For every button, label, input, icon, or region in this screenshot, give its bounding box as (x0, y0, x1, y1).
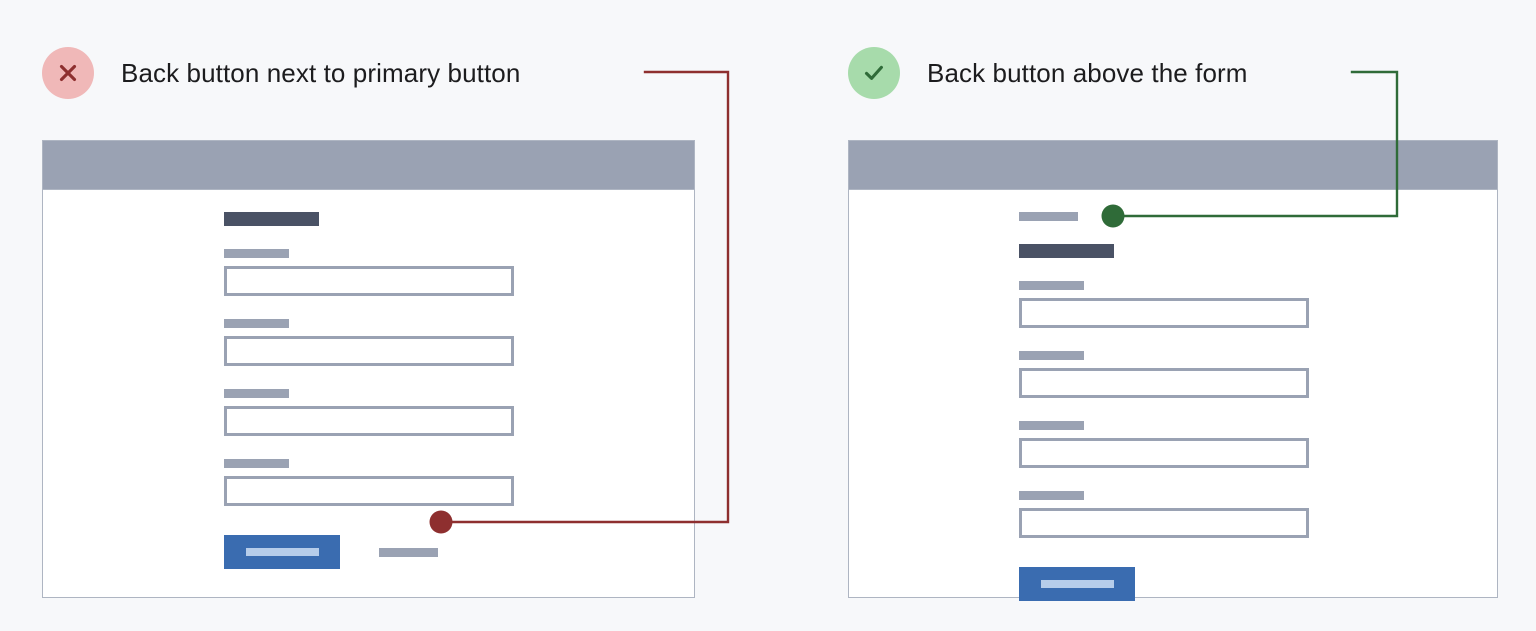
field-label-4 (224, 459, 289, 468)
field-input-4[interactable] (1019, 508, 1309, 538)
wireframe-form-incorrect (224, 212, 514, 569)
back-link-inline[interactable] (379, 547, 438, 557)
back-link-spacer (1019, 221, 1309, 244)
form-title (224, 212, 319, 226)
form-field-1 (1019, 281, 1309, 328)
form-field-3 (1019, 421, 1309, 468)
primary-button-label (1040, 580, 1114, 588)
field-label-1 (224, 249, 289, 258)
browser-chrome-bar (43, 141, 694, 190)
status-badge-correct (848, 47, 900, 99)
field-label-4 (1019, 491, 1084, 500)
form-field-2 (224, 319, 514, 366)
form-field-4 (224, 459, 514, 506)
example-correct: Back button above the form (768, 0, 1536, 631)
field-input-4[interactable] (224, 476, 514, 506)
field-label-3 (224, 389, 289, 398)
field-label-3 (1019, 421, 1084, 430)
primary-button-label (245, 548, 319, 556)
form-title (1019, 244, 1114, 258)
form-field-3 (224, 389, 514, 436)
form-field-2 (1019, 351, 1309, 398)
browser-chrome-bar (849, 141, 1497, 190)
form-actions-correct (1019, 567, 1309, 601)
caption-text-correct: Back button above the form (927, 58, 1248, 88)
field-input-2[interactable] (224, 336, 514, 366)
caption-text-incorrect: Back button next to primary button (121, 58, 521, 88)
field-input-3[interactable] (1019, 438, 1309, 468)
primary-submit-button[interactable] (224, 535, 340, 569)
form-field-4 (1019, 491, 1309, 538)
browser-viewport (849, 190, 1497, 601)
example-incorrect: Back button next to primary button (42, 47, 695, 598)
field-label-2 (1019, 351, 1084, 360)
field-label-2 (224, 319, 289, 328)
wireframe-form-correct (1019, 212, 1309, 601)
form-actions-incorrect (224, 535, 514, 569)
field-input-1[interactable] (1019, 298, 1309, 328)
status-badge-incorrect (42, 47, 94, 99)
form-field-1 (224, 249, 514, 296)
check-icon (861, 60, 887, 86)
caption-row-incorrect: Back button next to primary button (42, 47, 520, 99)
field-input-3[interactable] (224, 406, 514, 436)
browser-viewport (43, 190, 694, 597)
browser-mock-incorrect (42, 140, 695, 598)
x-icon (56, 61, 80, 85)
field-label-1 (1019, 281, 1084, 290)
caption-row-correct: Back button above the form (848, 47, 1248, 99)
field-input-1[interactable] (224, 266, 514, 296)
field-input-2[interactable] (1019, 368, 1309, 398)
back-link-above[interactable] (1019, 212, 1078, 221)
browser-mock-correct (848, 140, 1498, 601)
primary-submit-button[interactable] (1019, 567, 1135, 601)
